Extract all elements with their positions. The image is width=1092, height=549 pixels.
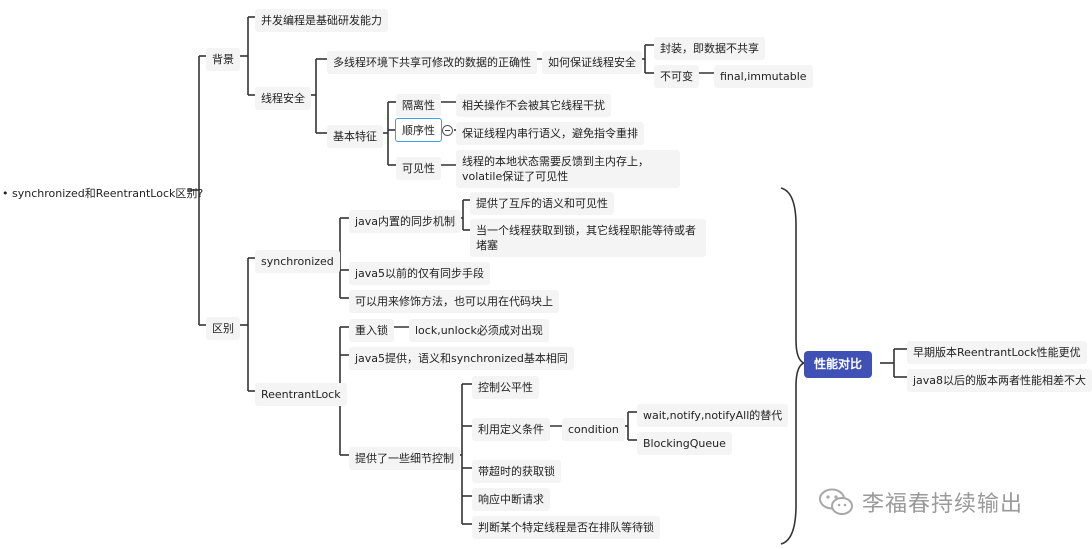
topic-builtin-sync[interactable]: java内置的同步机制 — [349, 210, 462, 233]
topic-encapsulation[interactable]: 封装，即数据不共享 — [654, 37, 765, 60]
topic-immutable-detail[interactable]: final,immutable — [714, 65, 813, 88]
topic-lock-unlock[interactable]: lock,unlock必须成对出现 — [409, 319, 549, 342]
topic-immutable[interactable]: 不可变 — [654, 65, 699, 88]
topic-detail-control[interactable]: 提供了一些细节控制 — [349, 447, 460, 470]
topic-blockingqueue[interactable]: BlockingQueue — [637, 432, 732, 455]
topic-timeout-lock[interactable]: 带超时的获取锁 — [472, 460, 561, 483]
topic-reentrant-lock[interactable]: 重入锁 — [349, 319, 394, 342]
watermark: 李福春持续输出 — [818, 484, 1023, 520]
watermark-text: 李福春持续输出 — [862, 492, 1024, 517]
topic-fairness[interactable]: 控制公平性 — [472, 376, 539, 399]
topic-java5-provided[interactable]: java5提供，语义和synchronized基本相同 — [349, 347, 574, 370]
topic-java8-performance[interactable]: java8以后的版本两者性能相差不大 — [907, 369, 1092, 392]
topic-difference[interactable]: 区别 — [206, 317, 240, 340]
topic-how-thread-safe[interactable]: 如何保证线程安全 — [542, 51, 642, 74]
topic-isolation-detail[interactable]: 相关操作不会被其它线程干扰 — [456, 94, 611, 117]
topic-early-performance[interactable]: 早期版本ReentrantLock性能更优 — [907, 341, 1087, 364]
topic-order[interactable]: 顺序性 — [395, 118, 442, 142]
topic-synchronized[interactable]: synchronized — [255, 250, 340, 273]
topic-queued-thread[interactable]: 判断某个特定线程是否在排队等待锁 — [472, 516, 660, 539]
topic-isolation[interactable]: 隔离性 — [396, 94, 441, 117]
topic-basic-features[interactable]: 基本特征 — [327, 125, 383, 148]
topic-wait-notify[interactable]: wait,notify,notifyAll的替代 — [637, 404, 789, 427]
perf-brace — [780, 187, 807, 545]
topic-performance-comparison[interactable]: 性能对比 — [804, 351, 873, 378]
topic-java5-only-sync[interactable]: java5以前的仅有同步手段 — [349, 262, 491, 285]
root-topic[interactable]: • synchronized和ReentrantLock区别? — [0, 182, 205, 205]
root-label: synchronized和ReentrantLock区别? — [12, 187, 204, 200]
topic-condition-use[interactable]: 利用定义条件 — [472, 418, 550, 441]
topic-mutex-visibility[interactable]: 提供了互斥的语义和可见性 — [470, 192, 614, 215]
topic-order-detail[interactable]: 保证线程内串行语义，避免指令重排 — [456, 122, 644, 145]
collapse-toggle-icon[interactable] — [442, 125, 453, 136]
topic-reentrantlock[interactable]: ReentrantLock — [255, 383, 347, 406]
topic-visibility[interactable]: 可见性 — [396, 157, 441, 180]
topic-concurrency[interactable]: 并发编程是基础研发能力 — [255, 9, 388, 32]
root-bullet-icon: • — [2, 187, 9, 200]
topic-visibility-detail[interactable]: 线程的本地状态需要反馈到主内存上，volatile保证了可见性 — [456, 150, 680, 188]
topic-sync-usage[interactable]: 可以用来修饰方法，也可以用在代码块上 — [349, 290, 559, 313]
topic-interrupt[interactable]: 响应中断请求 — [472, 488, 550, 511]
topic-background[interactable]: 背景 — [206, 48, 240, 71]
wechat-logo-icon — [819, 488, 853, 515]
topic-correctness[interactable]: 多线程环境下共享可修改的数据的正确性 — [327, 51, 537, 74]
topic-thread-blocking[interactable]: 当一个线程获取到锁，其它线程职能等待或者堵塞 — [470, 219, 706, 257]
topic-thread-safety[interactable]: 线程安全 — [255, 87, 311, 110]
topic-condition[interactable]: condition — [562, 418, 625, 441]
